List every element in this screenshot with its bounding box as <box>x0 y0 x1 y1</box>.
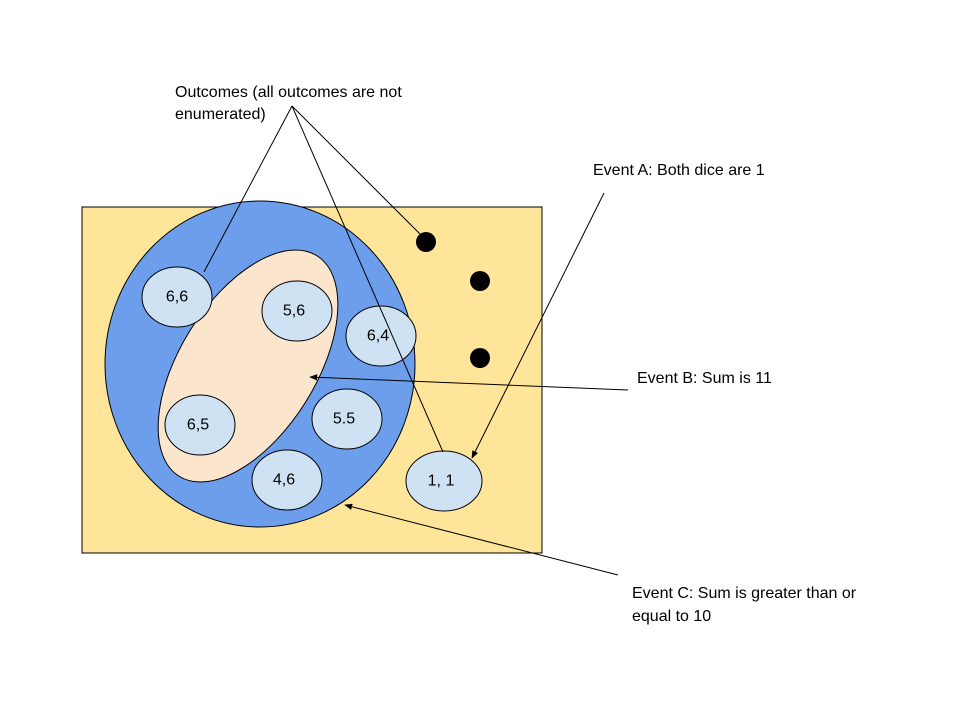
outcome-5-6: 5,6 <box>261 280 333 342</box>
outcome-1-1: 1, 1 <box>405 450 483 512</box>
outcome-dot-3 <box>470 348 490 368</box>
outcome-dot-1 <box>416 232 436 252</box>
event-a-arrow <box>471 192 605 459</box>
outcome-4-6-label: 4,6 <box>273 472 295 489</box>
event-b-arrow <box>309 374 629 391</box>
outcomes-label-line-2: enumerated) <box>175 106 266 123</box>
outcome-1-1-label: 1, 1 <box>428 473 455 490</box>
outcome-6-4-label: 6,4 <box>367 328 389 345</box>
outcome-5-5-label: 5.5 <box>333 411 355 428</box>
outcomes-pointer-to-dot <box>291 105 421 235</box>
outcome-6-5: 6,5 <box>164 394 236 456</box>
event-c-label-line-2: equal to 10 <box>632 608 711 625</box>
event-a-label: Event A: Both dice are 1 <box>593 162 765 179</box>
outcome-5-6-label: 5,6 <box>283 303 305 320</box>
outcome-5-5: 5.5 <box>311 388 383 450</box>
outcome-dot-2 <box>470 271 490 291</box>
outcome-6-6: 6,6 <box>141 266 213 328</box>
event-b-label: Event B: Sum is 11 <box>637 370 772 387</box>
outcome-6-6-label: 6,6 <box>166 289 188 306</box>
outcome-4-6: 4,6 <box>251 449 323 511</box>
event-c-label-line-1: Event C: Sum is greater than or <box>632 585 857 602</box>
outcomes-pointer-to-6-6 <box>203 105 293 273</box>
event-c-arrow <box>344 503 619 576</box>
outcome-6-5-label: 6,5 <box>187 417 209 434</box>
outcomes-pointer-to-1-1 <box>291 105 444 453</box>
outcome-6-4: 6,4 <box>345 305 417 367</box>
outcomes-label-line-1: Outcomes (all outcomes are not <box>175 84 402 101</box>
